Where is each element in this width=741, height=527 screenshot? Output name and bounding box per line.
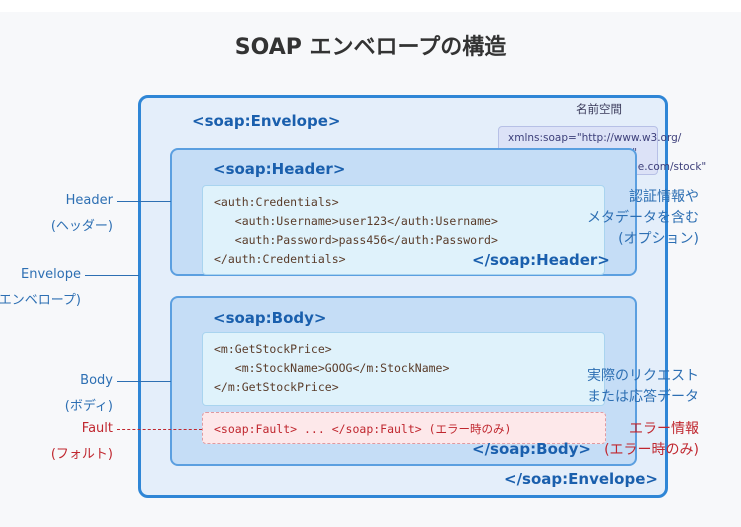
code-line: <auth:Username>user123</auth:Username> (214, 214, 498, 228)
body-open-tag: <soap:Body> (213, 309, 327, 327)
note-line: メタデータを含む (587, 210, 699, 226)
header-code-block: <auth:Credentials> <auth:Username>user12… (202, 185, 605, 275)
code-line: <auth:Password>pass456</auth:Password> (214, 233, 498, 247)
code-line: </auth:Credentials> (214, 252, 346, 266)
fault-code-block: <soap:Fault> ... </soap:Fault> (エラー時のみ) (202, 412, 606, 444)
note-line: または応答データ (587, 389, 699, 405)
code-line: </m:GetStockPrice> (214, 380, 339, 394)
label-fault: Fault (81, 421, 113, 436)
top-band (0, 0, 741, 12)
note-line: 認証情報や (629, 189, 699, 205)
note-line: (エラー時のみ) (604, 442, 699, 458)
fault-note: エラー情報 (エラー時のみ) (604, 419, 699, 461)
header-note: 認証情報やメタデータを含む (オプション) (587, 187, 699, 250)
diagram-title: SOAP エンベロープの構造 (234, 35, 507, 60)
namespace-title: 名前空間 (576, 102, 622, 116)
envelope-open-tag: <soap:Envelope> (192, 112, 341, 130)
code-line: <m:GetStockPrice> (214, 342, 332, 356)
label-header-sub: (ヘッダー) (50, 219, 113, 234)
note-line: エラー情報 (629, 421, 699, 437)
label-envelope-sub: (エンベロープ) (0, 293, 81, 308)
note-line: 実際のリクエスト (587, 368, 699, 384)
header-close-tag: </soap:Header> (472, 251, 610, 269)
header-open-tag: <soap:Header> (213, 160, 346, 178)
label-body: Body (80, 373, 113, 388)
code-line: <m:StockName>GOOG</m:StockName> (214, 361, 450, 375)
body-code-block: <m:GetStockPrice> <m:StockName>GOOG</m:S… (202, 332, 605, 406)
connector-body (117, 381, 171, 382)
connector-header (117, 201, 171, 202)
connector-fault (117, 429, 202, 430)
label-header: Header (65, 193, 113, 208)
namespace-line: xmlns:soap="http://www.w3.org/ (508, 132, 682, 144)
code-line: <auth:Credentials> (214, 195, 339, 209)
body-close-tag: </soap:Body> (472, 440, 591, 458)
label-fault-sub: (フォルト) (50, 447, 113, 462)
envelope-close-tag: </soap:Envelope> (504, 470, 658, 488)
connector-envelope (85, 275, 139, 276)
note-line: (オプション) (618, 231, 699, 247)
label-body-sub: (ボディ) (64, 399, 113, 414)
body-note: 実際のリクエストまたは応答データ (587, 366, 699, 408)
label-envelope: Envelope (21, 267, 81, 282)
